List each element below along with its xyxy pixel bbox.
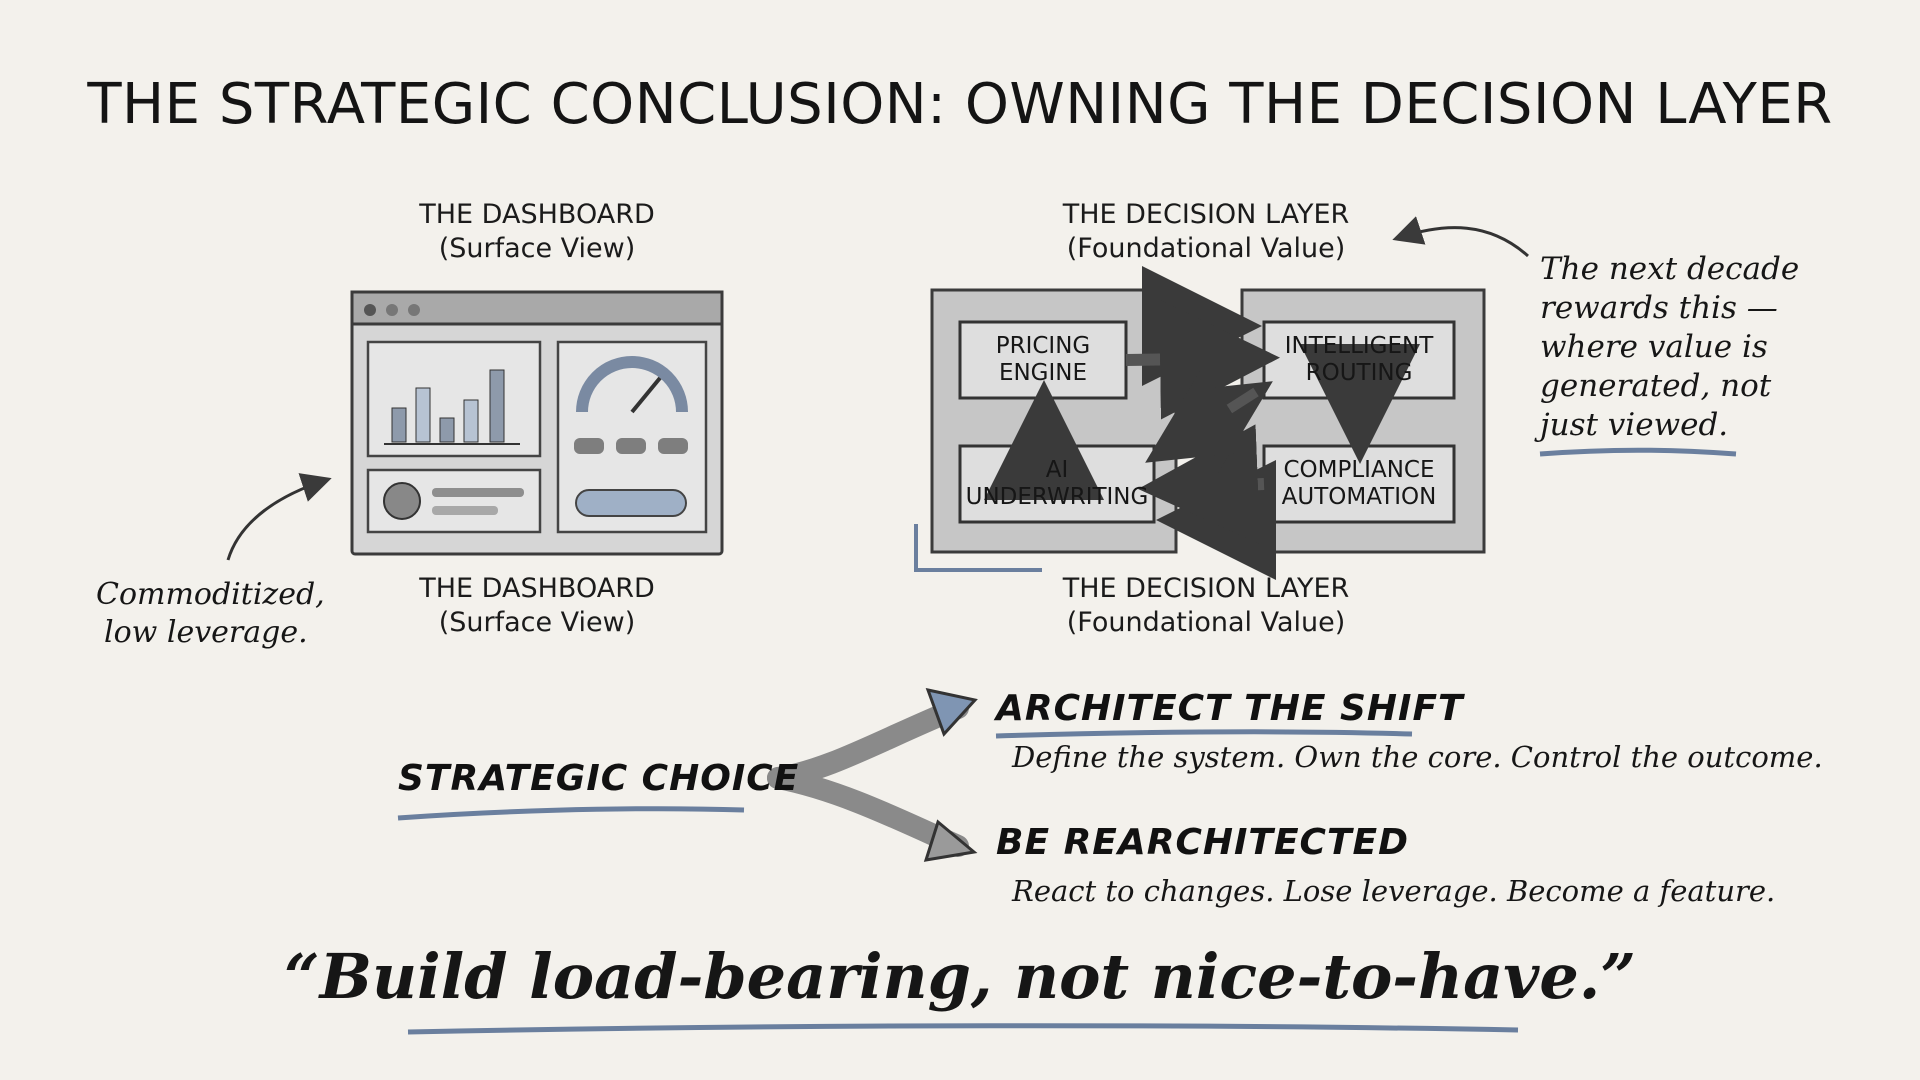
decision-bottom-label: THE DECISION LAYER (Foundational Value) (1036, 572, 1376, 640)
decision-note-line: rewards this — (1540, 290, 1778, 326)
choice-underline (397, 806, 745, 821)
decision-top-subtitle: (Foundational Value) (1066, 233, 1346, 264)
bar-chart-widget (366, 340, 542, 458)
choice-arrows (767, 687, 978, 862)
decision-bottom-title: THE DECISION LAYER (1062, 573, 1350, 604)
decision-note-line: where value is (1540, 329, 1768, 365)
arrow-head-down-icon (923, 819, 978, 862)
dashboard-note: Commoditized, low leverage. (96, 576, 325, 652)
decision-note-line: generated, not (1540, 368, 1772, 404)
closing-quote: “Build load-bearing, not nice-to-have.” (283, 940, 1637, 1013)
dashboard-bottom-label: THE DASHBOARD (Surface View) (362, 572, 712, 640)
dashboard-note-line: low leverage. (104, 615, 308, 650)
strategic-choice-label: STRATEGIC CHOICE (398, 758, 800, 799)
ai-underwriting-box: AI UNDERWRITING (965, 457, 1149, 510)
decision-note-line: The next decade (1540, 251, 1800, 287)
decision-layer-diagram (914, 266, 1486, 580)
decision-note-line: just viewed. (1540, 407, 1729, 443)
architect-underline (995, 729, 1413, 739)
architect-shift-desc: Define the system. Own the core. Control… (1012, 740, 1823, 774)
window-dot-icon (386, 304, 398, 316)
dashboard-bottom-subtitle: (Surface View) (438, 607, 636, 638)
page-title: THE STRATEGIC CONCLUSION: OWNING THE DEC… (87, 72, 1833, 137)
dashboard-top-subtitle: (Surface View) (438, 233, 636, 264)
be-rearchitected-heading: BE REARCHITECTED (996, 822, 1410, 863)
be-rearchitected-desc: React to changes. Lose leverage. Become … (1012, 874, 1776, 908)
flow-arrow-icon (1138, 424, 1265, 545)
gauge-widget (556, 340, 708, 534)
window-dot-icon (408, 304, 420, 316)
decision-note: The next decade rewards this — where val… (1540, 250, 1799, 445)
dashboard-bottom-title: THE DASHBOARD (419, 573, 655, 604)
flow-arrow-icon (1125, 299, 1280, 420)
window-dot-icon (364, 304, 376, 316)
compliance-automation-box: COMPLIANCE AUTOMATION (1281, 457, 1437, 510)
flow-arrow-icon (1145, 366, 1259, 463)
decision-top-label: THE DECISION LAYER (Foundational Value) (1036, 198, 1376, 266)
decision-top-title: THE DECISION LAYER (1062, 199, 1350, 230)
decision-bottom-subtitle: (Foundational Value) (1066, 607, 1346, 638)
profile-widget (366, 468, 542, 534)
pricing-engine-box: PRICING ENGINE (995, 333, 1091, 386)
note-underline (1539, 447, 1737, 457)
dashboard-window (350, 290, 724, 556)
note-arrow-icon (1392, 216, 1529, 258)
note-arrow-icon (226, 473, 332, 561)
accent-bracket (914, 524, 1042, 572)
architect-shift-heading: ARCHITECT THE SHIFT (996, 688, 1464, 729)
arrow-head-up-icon (925, 687, 978, 737)
dashboard-top-title: THE DASHBOARD (419, 199, 655, 230)
dashboard-top-label: THE DASHBOARD (Surface View) (362, 198, 712, 266)
intelligent-routing-box: INTELLIGENT ROUTING (1284, 333, 1434, 386)
quote-underline (407, 1023, 1519, 1035)
dashboard-note-line: Commoditized, (96, 577, 325, 612)
